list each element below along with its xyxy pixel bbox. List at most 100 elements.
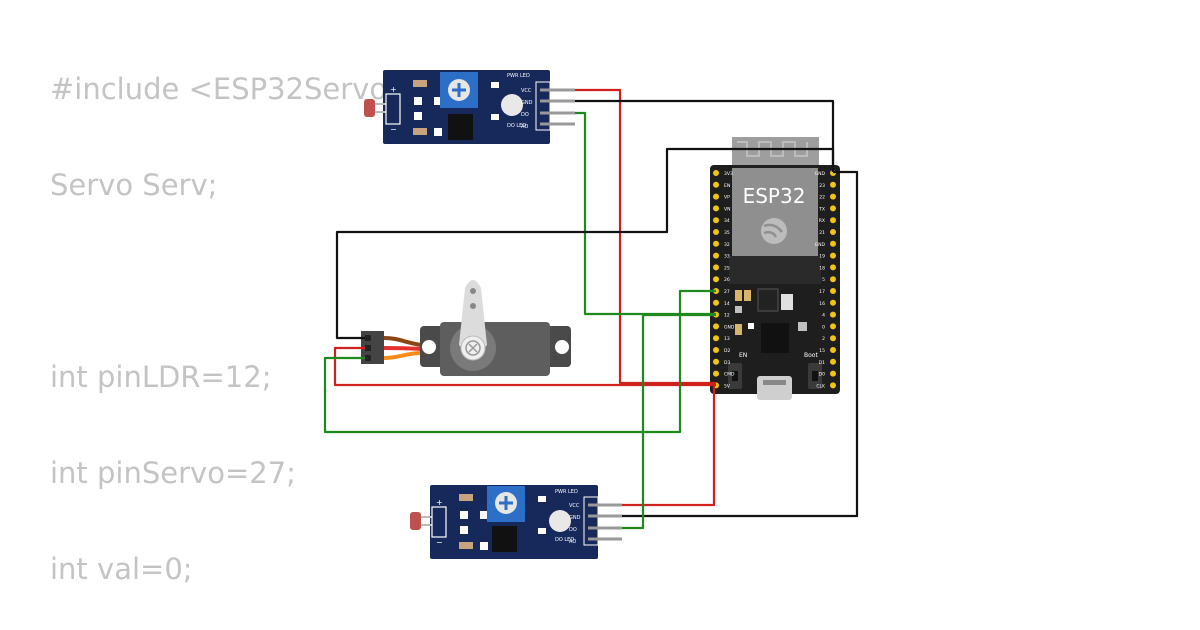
esp32-pin-label-left-vn: VN: [724, 206, 730, 212]
esp32-pin-left-32[interactable]: [713, 240, 719, 247]
esp32-pin-label-right-2: 2: [822, 336, 825, 342]
en-label: EN: [739, 352, 747, 359]
esp32-pin-label-right-5: 5: [822, 277, 825, 283]
photoresistor: [410, 512, 421, 530]
esp32-pin-right-23[interactable]: [830, 181, 836, 188]
esp32-pin-right-5[interactable]: [830, 276, 836, 283]
esp32-label: ESP32: [743, 184, 806, 208]
esp32-pin-label-left-32: 32: [724, 242, 730, 248]
espressif-logo-icon: [761, 218, 787, 244]
esp32-devkit[interactable]: ESP32 EN Boot: [710, 137, 840, 400]
servo-horn[interactable]: [459, 280, 487, 354]
esp32-pin-label-left-gnd: GND: [724, 324, 735, 330]
esp32-pin-right-22[interactable]: [830, 193, 836, 200]
esp32-pin-label-left-en: EN: [724, 183, 730, 189]
esp32-pin-right-17[interactable]: [830, 288, 836, 294]
esp32-pin-label-right-rx: RX: [819, 218, 825, 224]
esp32-pin-left-14[interactable]: [713, 299, 719, 306]
esp32-pin-left-d2[interactable]: [713, 347, 719, 353]
esp32-pin-label-left-5v: 5V: [724, 383, 731, 389]
do-led-label: DO LED: [507, 123, 526, 129]
usb-port[interactable]: [757, 376, 792, 400]
esp32-pin-left-en[interactable]: [713, 181, 719, 188]
code-line-pin-servo: int pinServo=27;: [50, 456, 296, 490]
esp32-pin-left-vp[interactable]: [713, 193, 719, 200]
esp32-pin-right-clk[interactable]: [830, 382, 836, 389]
wire-green-bottom-do[interactable]: [622, 313, 716, 530]
esp32-pin-right-21[interactable]: [830, 229, 836, 235]
wire-red-bottom-vcc[interactable]: [622, 383, 716, 507]
pin-label-vcc: VCC: [569, 503, 580, 509]
esp32-pin-label-right-gnd: GND: [815, 171, 826, 177]
svg-text:−: −: [436, 538, 443, 547]
pwr-led: [501, 94, 523, 116]
pin-label-ao: AO: [521, 124, 528, 130]
esp32-pin-label-right-tx: TX: [818, 206, 825, 212]
pin-label-do: DO: [569, 527, 577, 533]
pwr-led-label: PWR LED: [555, 489, 578, 495]
esp32-pin-label-left-26: 26: [724, 277, 730, 283]
esp32-pin-label-right-18: 18: [819, 265, 825, 271]
esp32-pin-right-d0[interactable]: [830, 370, 836, 377]
esp32-pin-left-3v3[interactable]: [713, 170, 719, 176]
esp32-pin-left-25[interactable]: [713, 264, 719, 271]
esp32-pin-label-left-33: 33: [724, 254, 730, 260]
wire-black-bottom-gnd[interactable]: [622, 170, 859, 518]
esp32-pin-label-right-17: 17: [819, 289, 825, 295]
esp32-pin-label-left-14: 14: [724, 301, 730, 307]
esp32-pin-left-33[interactable]: [713, 252, 719, 259]
esp32-pin-right-gnd[interactable]: [830, 240, 836, 247]
esp32-pin-left-cmd[interactable]: [713, 370, 719, 377]
esp32-pin-label-right-4: 4: [822, 313, 825, 319]
wire-red-top-vcc[interactable]: [575, 88, 716, 385]
ldr-module-bottom[interactable]: + − PWR LED DO LED VCC GND DO AO: [410, 485, 622, 559]
wire-red-servo-vcc[interactable]: [333, 346, 716, 387]
esp32-pin-label-right-d1: D1: [819, 360, 825, 366]
servo-motor[interactable]: [361, 280, 571, 376]
wires: [323, 88, 859, 530]
esp32-pin-label-left-3v3: 3V3: [724, 171, 733, 177]
esp32-pin-label-left-25: 25: [724, 265, 730, 271]
code-line-pin-ldr: int pinLDR=12;: [50, 360, 272, 394]
esp32-pin-label-right-19: 19: [819, 254, 825, 260]
esp32-pin-label-left-27: 27: [724, 289, 730, 295]
esp32-pin-left-13[interactable]: [713, 335, 719, 342]
esp32-pin-right-16[interactable]: [830, 299, 836, 306]
esp32-pin-left-35[interactable]: [713, 229, 719, 235]
esp32-pin-right-19[interactable]: [830, 252, 836, 259]
esp32-pin-right-d1[interactable]: [830, 358, 836, 365]
esp32-pin-label-right-23: 23: [819, 183, 825, 189]
pin-label-do: DO: [521, 112, 529, 118]
esp32-pin-label-left-cmd: CMD: [724, 372, 735, 378]
do-led-label: DO LED: [555, 537, 574, 543]
svg-text:+: +: [436, 498, 443, 507]
wire-green-servo-signal[interactable]: [323, 289, 716, 434]
esp32-pin-label-right-15: 15: [819, 348, 825, 354]
code-line-servo-decl: Servo Serv;: [50, 168, 218, 202]
esp32-pin-right-tx[interactable]: [830, 205, 836, 212]
esp32-pin-left-gnd[interactable]: [713, 323, 719, 330]
svg-text:+: +: [390, 85, 397, 94]
svg-text:−: −: [390, 125, 397, 134]
wire-black-servo-gnd[interactable]: [335, 147, 835, 340]
esp32-pin-right-rx[interactable]: [830, 217, 836, 224]
photoresistor: [364, 99, 375, 117]
esp32-pin-label-left-35: 35: [724, 230, 730, 236]
pin-label-vcc: VCC: [521, 88, 532, 94]
esp32-pin-right-18[interactable]: [830, 264, 836, 271]
esp32-pin-left-26[interactable]: [713, 276, 719, 283]
esp32-pin-left-d3[interactable]: [713, 358, 719, 365]
esp32-pin-right-15[interactable]: [830, 347, 836, 353]
esp32-pin-right-0[interactable]: [830, 323, 836, 330]
ldr-module-top[interactable]: + − PWR LED DO LED VCC GND: [364, 70, 575, 144]
code-line-val: int val=0;: [50, 552, 193, 586]
esp32-pin-left-34[interactable]: [713, 217, 719, 224]
esp32-pin-left-vn[interactable]: [713, 205, 719, 212]
esp32-pin-right-4[interactable]: [830, 311, 836, 318]
boot-label: Boot: [804, 352, 818, 359]
esp32-pin-label-left-d3: D3: [724, 360, 730, 366]
esp32-pin-label-left-34: 34: [724, 218, 730, 224]
wire-green-top-do[interactable]: [575, 111, 716, 316]
esp32-pin-right-2[interactable]: [830, 335, 836, 342]
